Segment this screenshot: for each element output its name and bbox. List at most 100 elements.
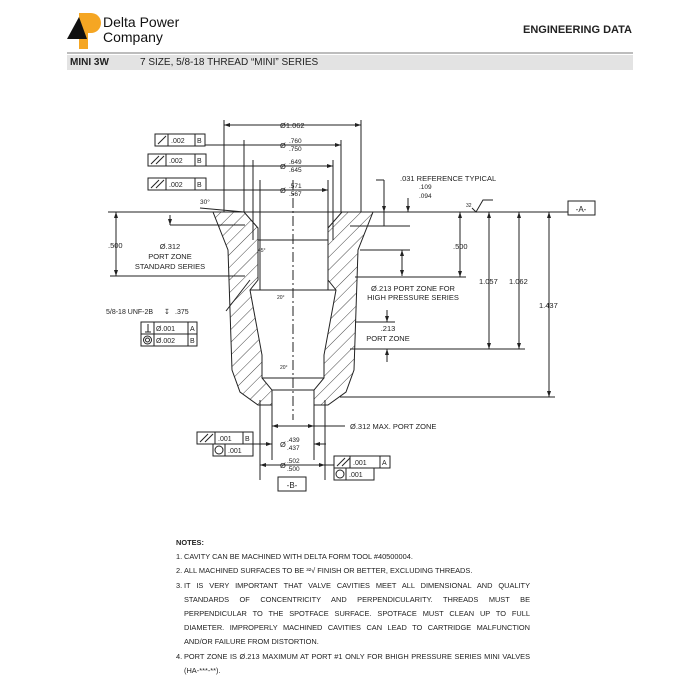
angle-30: 30° xyxy=(200,198,210,206)
dim-439: .439 xyxy=(287,437,300,444)
dim-dia-1062: Ø1.062 xyxy=(280,121,305,130)
high-pressure-port-label: Ø.213 PORT ZONE FOR xyxy=(371,284,455,293)
note-item: 1.CAVITY CAN BE MACHINED WITH DELTA FORM… xyxy=(176,550,530,564)
svg-text:B: B xyxy=(197,182,202,189)
total-runout-icon xyxy=(150,179,165,189)
fcf-runout-bottom-right: .001 A xyxy=(333,455,391,469)
ref-typical-label: .031 REFERENCE TYPICAL xyxy=(400,174,496,183)
total-runout-icon xyxy=(336,457,351,467)
dim-649: .649 xyxy=(289,159,302,166)
note-number: 4. xyxy=(176,651,183,661)
svg-text:32: 32 xyxy=(466,203,472,209)
dim-094: .094 xyxy=(419,193,432,200)
dimension-labels: Ø1.062 Ø .760 .750 Ø .649 .645 Ø .571 .5… xyxy=(106,121,558,473)
port-zone-312: Ø.312 xyxy=(160,242,180,251)
angle-45: 45° xyxy=(258,248,266,254)
note-item: 3.IT IS VERY IMPORTANT THAT VALVE CAVITI… xyxy=(176,579,530,650)
dim-760: .760 xyxy=(289,138,302,145)
left-wall-section xyxy=(212,211,273,406)
svg-text:.002: .002 xyxy=(169,182,183,189)
fcf-circularity-bottom-right: .001 xyxy=(333,467,375,481)
dim-1437: 1.437 xyxy=(539,301,558,310)
port-zone-213-label: PORT ZONE xyxy=(366,334,409,343)
note-number: 3. xyxy=(176,580,183,590)
dim-dia-symbol: Ø xyxy=(280,461,286,470)
svg-text:.002: .002 xyxy=(171,138,185,145)
header-divider xyxy=(67,52,633,54)
dim-dia-symbol: Ø xyxy=(280,141,286,150)
svg-text:A: A xyxy=(190,326,195,333)
svg-text:B: B xyxy=(197,138,202,145)
note-number: 2. xyxy=(176,566,183,576)
dim-213: .213 xyxy=(381,324,396,333)
right-wall-section xyxy=(313,211,374,406)
svg-text:-B-: -B- xyxy=(287,481,298,490)
fcf-total-runout-2: .002 B xyxy=(147,177,207,191)
company-line-2: Company xyxy=(103,29,163,45)
svg-text:Ø.002: Ø.002 xyxy=(156,338,175,345)
angle-20-upper: 20° xyxy=(277,295,285,301)
model-band: MINI 3W 7 SIZE, 5/8-18 THREAD “MINI” SER… xyxy=(67,55,633,70)
notes-heading: NOTES: xyxy=(176,538,204,547)
fcf-perpendicularity: Ø.001 A xyxy=(140,321,198,335)
high-pressure-series-label: HIGH PRESSURE SERIES xyxy=(367,293,459,302)
port-zone-label: PORT ZONE xyxy=(148,252,191,261)
fcf-runout-bottom-left: .001 B xyxy=(196,431,254,445)
note-number: 1. xyxy=(176,552,183,562)
max-port-zone-label: Ø.312 MAX. PORT ZONE xyxy=(350,422,436,431)
runout-icon xyxy=(157,135,167,145)
fcf-circularity-bottom-left: .001 xyxy=(212,443,254,457)
dim-502: .502 xyxy=(287,458,300,465)
note-item: 2.ALL MACHINED SURFACES TO BE ³²√ FINISH… xyxy=(176,564,530,578)
svg-text:.001: .001 xyxy=(349,472,363,479)
svg-text:B: B xyxy=(245,436,250,443)
note-text: ALL MACHINED SURFACES TO BE ³²√ FINISH O… xyxy=(184,566,473,576)
fcf-concentricity-1: Ø.002 B xyxy=(140,333,198,347)
dim-1062: 1.062 xyxy=(509,277,528,286)
concentricity-icon xyxy=(143,335,152,345)
company-line-1: Delta Power xyxy=(103,14,180,30)
note-text: PORT ZONE IS Ø.213 MAXIMUM AT PORT #1 ON… xyxy=(184,651,530,675)
svg-text:.001: .001 xyxy=(353,460,367,467)
dim-dia-symbol: Ø xyxy=(280,162,286,171)
dim-500-left: .500 xyxy=(108,241,123,250)
note-text: IT IS VERY IMPORTANT THAT VALVE CAVITIES… xyxy=(184,580,530,647)
svg-text:.001: .001 xyxy=(228,448,242,455)
svg-text:.001: .001 xyxy=(218,436,232,443)
svg-text:A: A xyxy=(382,460,387,467)
datum-a: -A- xyxy=(567,200,596,216)
cavity-drawing: -A- -B- 32 Ø1.062 Ø .760 .750 Ø .649 .64… xyxy=(106,120,596,492)
svg-text:Ø.001: Ø.001 xyxy=(156,326,175,333)
svg-text:-A-: -A- xyxy=(576,205,587,214)
circularity-icon xyxy=(214,445,224,455)
surface-finish-symbol: 32 xyxy=(466,199,493,213)
fcf-total-runout-1: .002 B xyxy=(147,153,207,167)
svg-text:.002: .002 xyxy=(169,158,183,165)
dim-567: .567 xyxy=(289,191,302,198)
perpendicularity-icon xyxy=(145,324,151,333)
dim-571: .571 xyxy=(289,183,302,190)
angle-20-lower: 20° xyxy=(280,365,288,371)
datum-b: -B- xyxy=(277,476,307,492)
delta-power-logo xyxy=(67,13,101,49)
model-title: 7 SIZE, 5/8-18 THREAD “MINI” SERIES xyxy=(140,57,319,68)
circularity-icon xyxy=(335,469,345,479)
dim-500: .500 xyxy=(287,466,300,473)
dim-1057: 1.057 xyxy=(479,277,498,286)
section-title: ENGINEERING DATA xyxy=(523,24,632,36)
dim-dia-symbol: Ø xyxy=(280,440,286,449)
svg-text:B: B xyxy=(197,158,202,165)
note-text: CAVITY CAN BE MACHINED WITH DELTA FORM T… xyxy=(184,552,413,562)
svg-text:B: B xyxy=(190,338,195,345)
model-code: MINI 3W xyxy=(70,57,109,68)
thread-depth: .375 xyxy=(175,309,189,316)
notes-section: NOTES: 1.CAVITY CAN BE MACHINED WITH DEL… xyxy=(176,536,530,678)
dim-750: .750 xyxy=(289,146,302,153)
dim-109: .109 xyxy=(419,184,432,191)
depth-symbol: ↧ xyxy=(164,308,170,316)
thread-spec: 5/8-18 UNF-2B xyxy=(106,309,153,316)
dim-437: .437 xyxy=(287,445,300,452)
